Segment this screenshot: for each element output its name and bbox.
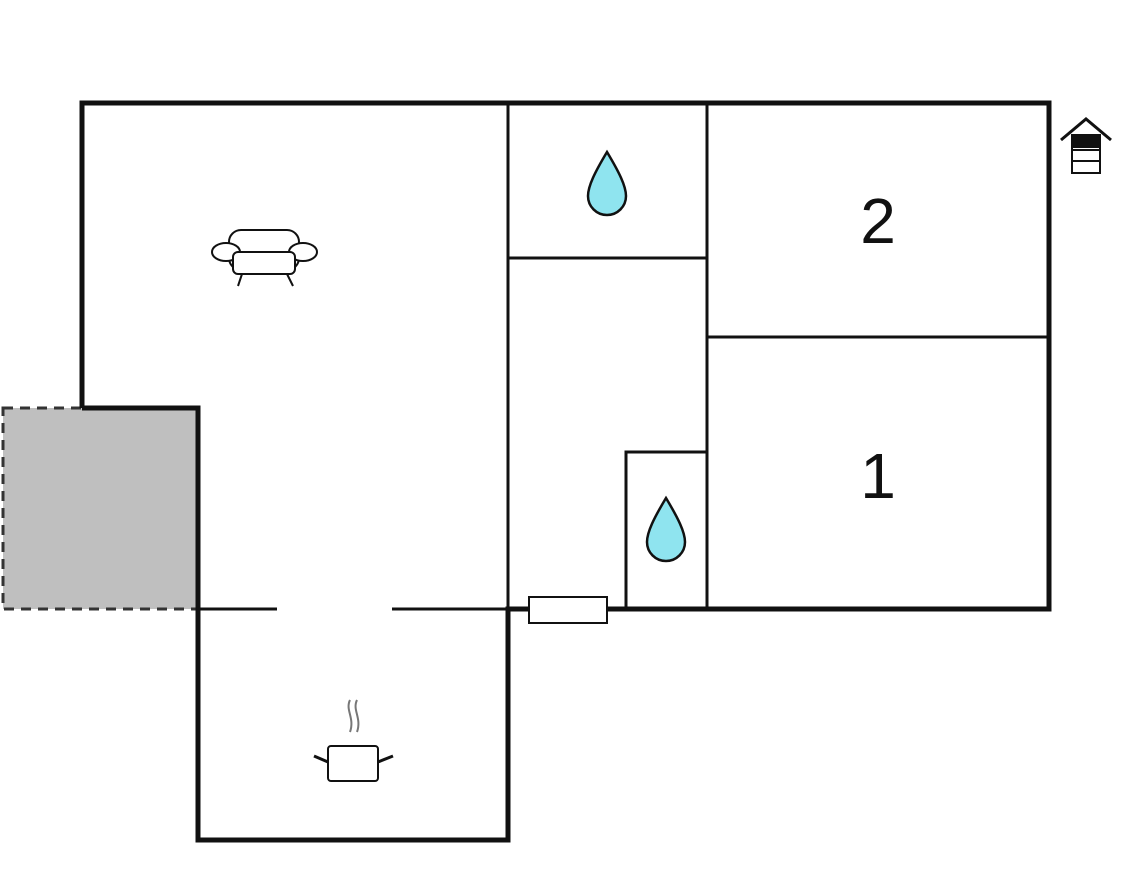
room-label-2: 2 xyxy=(860,185,896,257)
water-drop-icon xyxy=(586,149,628,217)
outer-walls xyxy=(79,100,1052,843)
sofa-icon xyxy=(211,229,318,287)
house-entrance-icon xyxy=(1060,117,1112,174)
water-drop-icon xyxy=(645,495,687,563)
room-label-1: 1 xyxy=(860,440,896,512)
door-marker xyxy=(528,596,608,624)
terrace-area xyxy=(1,406,199,611)
cooking-pot-icon xyxy=(313,699,394,782)
interior-walls xyxy=(198,103,1049,611)
